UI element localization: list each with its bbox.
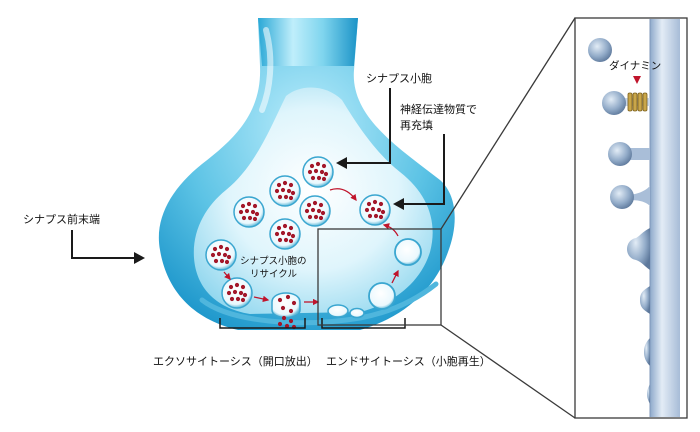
zoom-box bbox=[317, 228, 442, 326]
refill-pointer-head bbox=[393, 198, 404, 210]
endocytosed-vesicle bbox=[368, 282, 396, 310]
vesicle bbox=[233, 196, 265, 228]
vesicle bbox=[269, 218, 301, 250]
dynamin-ring bbox=[627, 92, 648, 112]
synaptic-vesicle-label: シナプス小胞 bbox=[366, 72, 432, 85]
terminal-pointer bbox=[71, 230, 134, 259]
dynamin-marker bbox=[633, 76, 641, 84]
terminal-pointer-head bbox=[134, 252, 145, 264]
refill-pointer bbox=[404, 134, 445, 205]
recycling-arrows bbox=[223, 188, 399, 306]
active-zone-membrane bbox=[199, 281, 439, 326]
inset-vesicle bbox=[610, 185, 634, 209]
refill-label-line2: 再充填 bbox=[400, 119, 433, 132]
vesicle bbox=[299, 195, 331, 227]
inset-vesicle bbox=[588, 38, 612, 62]
presynaptic-terminal-label: シナプス前末端 bbox=[23, 213, 100, 226]
zoom-line-top bbox=[440, 17, 576, 230]
inset-membrane bbox=[650, 19, 680, 417]
endocytosis-bracket bbox=[321, 318, 406, 329]
recycling-label-line1: シナプス小胞の bbox=[240, 256, 307, 267]
exocytosis-label: エクソサイトーシス（開口放出） bbox=[153, 355, 318, 368]
fusing-vesicle bbox=[271, 292, 301, 330]
filled-vesicles bbox=[205, 156, 391, 309]
vesicle-pointer-head bbox=[336, 157, 347, 169]
zoom-region bbox=[317, 17, 576, 419]
vesicle bbox=[269, 175, 301, 207]
refill-label-line1: 神経伝達物質で bbox=[400, 103, 477, 116]
axon-shaft bbox=[258, 18, 358, 66]
vesicle bbox=[221, 277, 253, 309]
recycling-label-line2: リサイクル bbox=[250, 269, 298, 280]
budding-vesicle bbox=[327, 304, 349, 318]
endocytosis-label: エンドサイトーシス（小胞再生） bbox=[326, 355, 491, 368]
zoom-line-bottom bbox=[440, 324, 576, 419]
dynamin-inset bbox=[574, 17, 688, 419]
inset-vesicle bbox=[602, 91, 626, 115]
inset-vesicle bbox=[608, 142, 632, 166]
recycled-vesicle bbox=[394, 238, 422, 266]
vesicle-pointer bbox=[347, 88, 391, 164]
dynamin-label: ダイナミン bbox=[609, 60, 662, 72]
budding-vesicle bbox=[349, 307, 365, 319]
vesicle bbox=[359, 194, 391, 226]
empty-vesicles bbox=[327, 238, 422, 319]
exocytosis-bracket bbox=[219, 318, 306, 329]
pointer-arrows bbox=[71, 88, 445, 264]
vesicle bbox=[302, 156, 334, 188]
brackets bbox=[219, 318, 406, 329]
vesicle bbox=[205, 239, 237, 271]
